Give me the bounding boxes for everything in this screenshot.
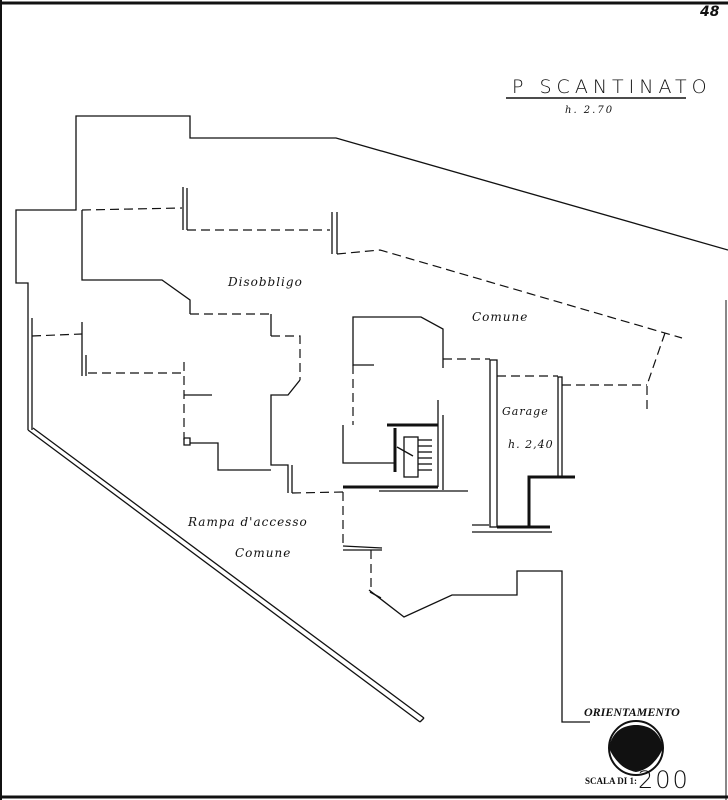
room-label-disobbligo: Disobbligo [228, 275, 303, 289]
room-label-rampa: Rampa d'accesso [188, 515, 308, 529]
floor-height: h. 2.70 [565, 105, 615, 116]
room-label-garage: Garage [502, 405, 549, 418]
walls-outer [15, 115, 728, 723]
walls-inner [31, 187, 683, 723]
orientation-label: ORIENTAMENTO [584, 705, 680, 719]
scale-label: SCALA DI 1: [585, 776, 638, 786]
scale-value: 200 [638, 766, 690, 794]
garage-wall-right [557, 376, 563, 478]
room-label-comune-upper: Comune [472, 310, 529, 324]
garage-wall-left [489, 359, 498, 528]
garage-height: h. 2,40 [508, 438, 554, 451]
page-number: 48 [700, 4, 720, 20]
staircase [343, 423, 468, 492]
plan-title: P SCANTINATO [512, 76, 712, 98]
room-label-comune-lower: Comune [235, 546, 292, 560]
north-arrow-compass-icon [608, 720, 664, 776]
